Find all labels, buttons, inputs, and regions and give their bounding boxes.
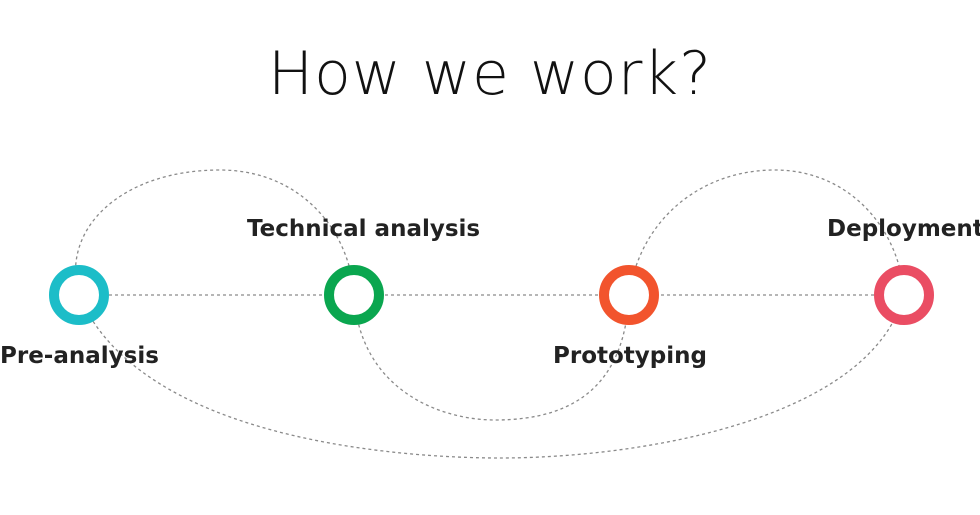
page-title: How we work? [267, 39, 713, 109]
step-label-deployment: Deployment [827, 216, 980, 242]
step-label-pre-analysis: Pre-analysis [0, 343, 159, 369]
arc-pre-to-deployment [78, 294, 905, 459]
arc-technical-to-prototyping [353, 294, 630, 421]
step-label-prototyping: Prototyping [553, 343, 707, 369]
step-node-prototyping [599, 265, 659, 325]
step-label-technical-analysis: Technical analysis [247, 216, 481, 242]
step-node-deployment [874, 265, 934, 325]
step-node-pre-analysis [49, 265, 109, 325]
arc-prototyping-to-deployment [628, 169, 905, 296]
step-node-technical-analysis [324, 265, 384, 325]
